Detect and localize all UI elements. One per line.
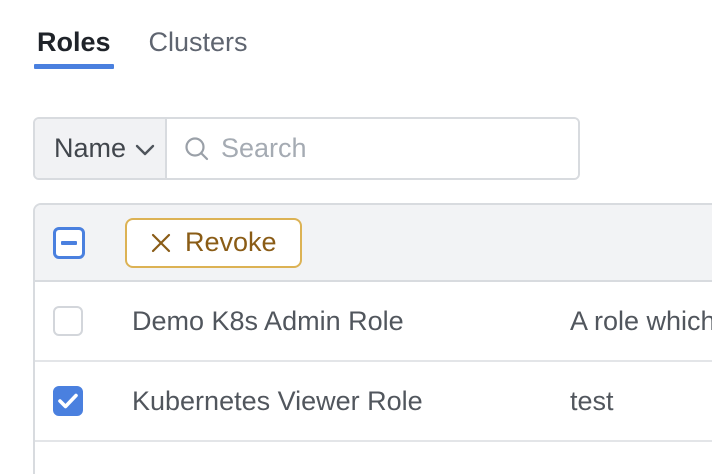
table-row-partial: [35, 442, 712, 474]
check-icon: [58, 393, 78, 409]
revoke-button[interactable]: Revoke: [125, 217, 302, 268]
row-checkbox[interactable]: [53, 386, 83, 416]
role-name: Demo K8s Admin Role: [132, 305, 404, 336]
row-checkbox[interactable]: [53, 306, 83, 336]
select-all-checkbox[interactable]: [53, 226, 85, 259]
table-header-row: Revoke: [35, 205, 712, 282]
table-row[interactable]: Kubernetes Viewer Role test: [35, 362, 712, 442]
roles-table: Revoke Demo K8s Admin Role A role which …: [33, 203, 712, 474]
search-input[interactable]: [221, 128, 578, 169]
revoke-button-label: Revoke: [185, 227, 277, 257]
table-row[interactable]: Demo K8s Admin Role A role which: [35, 282, 712, 362]
role-description: test: [570, 385, 614, 416]
chevron-down-icon: [135, 144, 155, 156]
close-icon: [151, 233, 171, 252]
minus-icon: [61, 240, 77, 245]
role-name: Kubernetes Viewer Role: [132, 385, 423, 416]
filter-bar: Name: [33, 117, 580, 180]
search-icon: [183, 135, 210, 162]
role-description: A role which: [570, 305, 712, 336]
search-box: [167, 119, 578, 178]
tab-clusters[interactable]: Clusters: [148, 27, 248, 57]
filter-field-dropdown[interactable]: Name: [35, 119, 167, 178]
tab-roles[interactable]: Roles: [34, 27, 114, 69]
tab-bar: Roles Clusters: [34, 27, 251, 69]
filter-field-label: Name: [54, 133, 127, 163]
